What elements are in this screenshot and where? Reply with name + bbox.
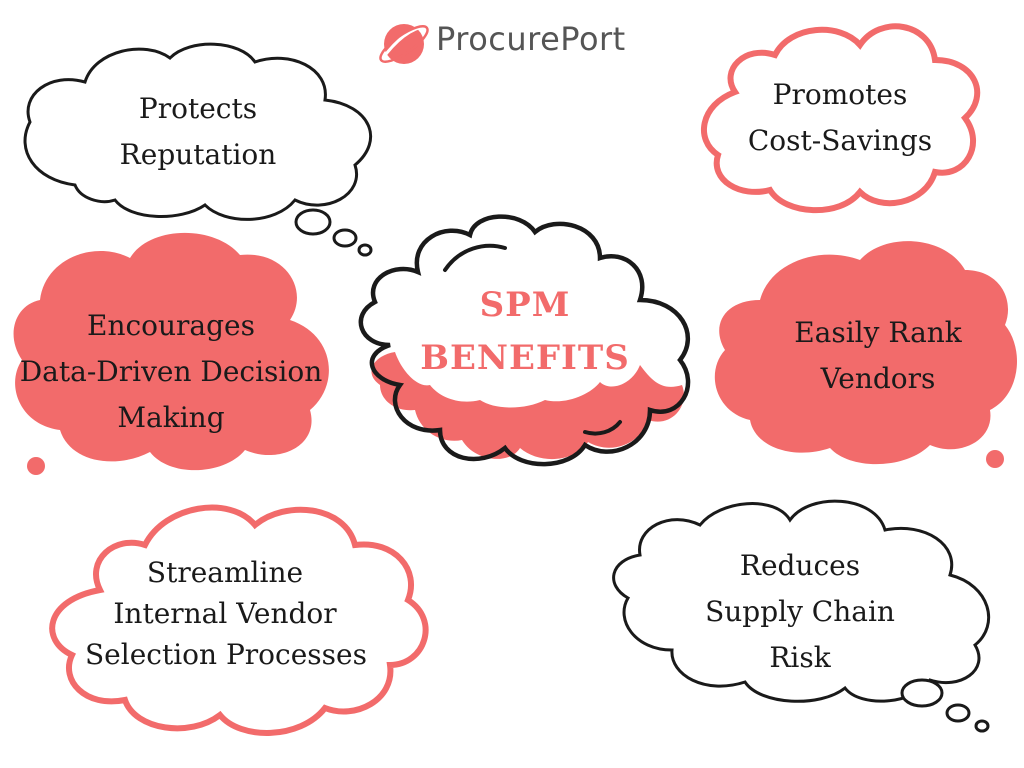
label-line: Supply Chain [705, 595, 895, 628]
cloud-spm-benefits-center [358, 214, 691, 467]
label-line: Streamline [146, 556, 304, 589]
label-reduces-supply-chain-risk: Reduces Supply Chain Risk [690, 543, 910, 681]
label-line: Cost-Savings [747, 124, 933, 157]
label-easily-rank-vendors: Easily Rank Vendors [778, 310, 978, 402]
procureport-logo-icon [378, 24, 429, 64]
label-line: Encourages [87, 309, 255, 342]
label-protects-reputation: Protects Reputation [98, 86, 298, 178]
label-line: Promotes [772, 78, 908, 111]
center-title-line1: SPM [479, 285, 571, 325]
label-line: Making [117, 401, 225, 434]
cloud-protects-reputation [23, 42, 373, 257]
cloud-encourages-data-driven [13, 232, 329, 475]
label-line: Internal Vendor [113, 597, 337, 630]
label-encourages-data-driven: Encourages Data-Driven Decision Making [6, 303, 336, 441]
label-line: Data-Driven Decision [19, 355, 323, 388]
center-title-line2: BENEFITS [420, 338, 630, 378]
cloud-promotes-cost-savings [701, 23, 981, 214]
label-line: Selection Processes [85, 638, 367, 671]
label-line: Protects [138, 92, 258, 125]
label-line: Vendors [820, 362, 936, 395]
cloud-streamline-processes [49, 504, 429, 736]
label-promotes-cost-savings: Promotes Cost-Savings [730, 72, 950, 164]
label-line: Reduces [739, 549, 861, 582]
brand-name: ProcurePort [436, 20, 626, 58]
cloud-easily-rank-vendors [714, 241, 1017, 468]
cloud-reduces-supply-chain-risk [612, 499, 991, 733]
label-line: Easily Rank [794, 316, 962, 349]
label-line: Reputation [119, 138, 277, 171]
label-streamline-processes: Streamline Internal Vendor Selection Pro… [85, 552, 367, 675]
label-line: Risk [769, 641, 831, 674]
